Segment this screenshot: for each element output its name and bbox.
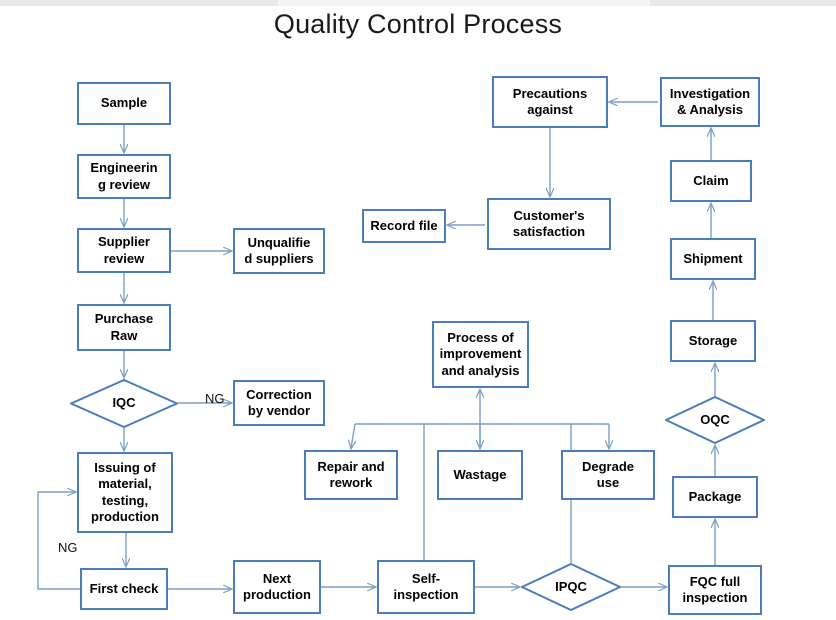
node-record_file[interactable]: Record file: [362, 209, 446, 243]
node-label-first_check: First check: [89, 580, 159, 596]
node-sample[interactable]: Sample: [77, 82, 171, 125]
node-first_check[interactable]: First check: [80, 568, 168, 610]
node-label-iqc: IQC: [112, 395, 136, 411]
node-label-record_file: Record file: [370, 217, 438, 233]
top-gray-band-gap: [278, 0, 650, 6]
node-label-sample: Sample: [100, 95, 148, 111]
node-self_insp[interactable]: Self-inspection: [377, 560, 475, 614]
node-package[interactable]: Package: [672, 476, 758, 518]
page-title: Quality Control Process: [273, 9, 563, 39]
node-wastage[interactable]: Wastage: [437, 450, 523, 500]
diamond-shape-iqc: [70, 379, 178, 428]
node-label-ipqc: IPQC: [555, 578, 587, 594]
diamond-shape-ipqc: [521, 563, 621, 611]
node-investigation[interactable]: Investigation& Analysis: [660, 77, 760, 127]
node-oqc[interactable]: OQC: [665, 396, 765, 444]
edge-label-ng-iqc: NG: [205, 391, 225, 406]
node-storage[interactable]: Storage: [670, 320, 756, 362]
edge-bus-to-repair: [351, 423, 355, 448]
node-label-shipment: Shipment: [683, 250, 743, 266]
diamond-shape-oqc: [665, 396, 765, 444]
node-label-self_insp: Self-inspection: [393, 570, 459, 602]
node-label-storage: Storage: [688, 332, 738, 348]
node-label-claim: Claim: [693, 172, 729, 188]
node-label-wastage: Wastage: [453, 466, 507, 482]
node-iqc[interactable]: IQC: [70, 379, 178, 428]
node-shipment[interactable]: Shipment: [670, 238, 756, 280]
node-label-package: Package: [688, 488, 742, 504]
node-claim[interactable]: Claim: [670, 160, 752, 202]
edge-label-ng-first-check: NG: [58, 540, 78, 555]
node-label-oqc: OQC: [700, 411, 730, 427]
node-label-investigation: Investigation& Analysis: [669, 85, 751, 117]
node-ipqc[interactable]: IPQC: [521, 563, 621, 611]
